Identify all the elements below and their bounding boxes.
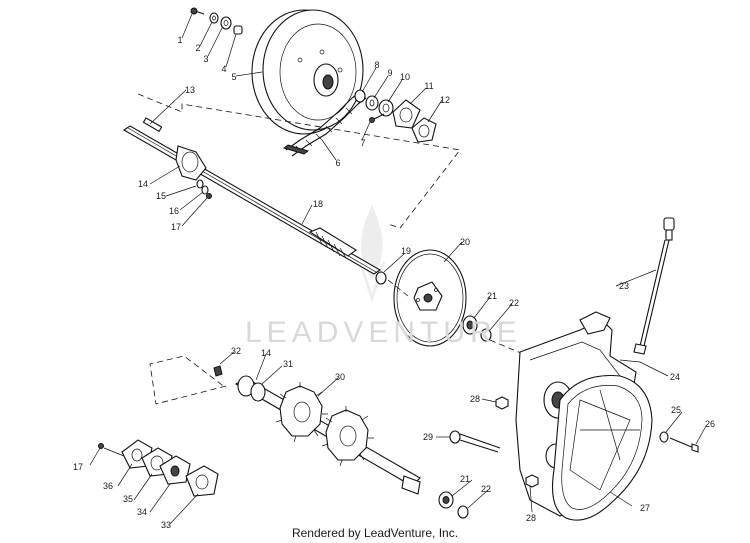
assembly-line-pulley [387, 279, 409, 297]
pulley-disc-20 [393, 249, 467, 347]
callout-35: 35 [122, 494, 134, 504]
flange-11 [392, 99, 421, 129]
bolt-28a [495, 396, 509, 410]
callout-24: 24 [669, 372, 681, 382]
callout-28-lower: 28 [525, 513, 537, 523]
assembly-bracket-lower [149, 355, 227, 405]
splined-shaft-18 [308, 227, 357, 259]
drive-sprocket-30a [275, 382, 328, 443]
watermark-text: LEADVENTURE [245, 316, 522, 349]
bearing-cap-12 [411, 117, 437, 143]
callout-21-upper: 21 [486, 291, 498, 301]
callout-17-lower: 17 [72, 462, 84, 472]
callout-21-lower: 21 [459, 474, 471, 484]
callout-10: 10 [399, 72, 411, 82]
washer-2 [209, 12, 219, 24]
bearing-14b [250, 382, 266, 402]
seal-22b [457, 505, 469, 519]
callout-11: 11 [424, 81, 434, 91]
callout-31: 31 [282, 359, 294, 369]
footer-credit: Rendered by LeadVenture, Inc. [291, 526, 459, 540]
bearing-14 [175, 145, 207, 181]
callout-34: 34 [136, 507, 148, 517]
callout-32: 32 [230, 346, 242, 356]
callout-17-upper: 17 [170, 222, 182, 232]
dipstick-23 [633, 217, 675, 355]
callout-25: 25 [670, 405, 682, 415]
leader-lines [89, 13, 707, 525]
nut-17b [98, 443, 104, 449]
callout-28-upper: 28 [469, 394, 481, 404]
callout-36: 36 [102, 481, 114, 491]
callout-3: 3 [203, 54, 209, 64]
washer-9 [365, 95, 379, 111]
callout-30: 30 [334, 372, 346, 382]
bolt-28b [525, 474, 539, 488]
callout-7: 7 [360, 138, 366, 148]
bearing-34 [159, 455, 191, 485]
callout-29: 29 [422, 432, 434, 442]
bearing-10 [378, 99, 394, 117]
bolt-29 [449, 430, 501, 453]
grease-fitting-32 [213, 365, 223, 377]
callout-4: 4 [221, 64, 227, 74]
washer-16 [201, 185, 209, 195]
callout-22-upper: 22 [508, 298, 520, 308]
callout-13: 13 [184, 85, 196, 95]
washer-8 [354, 89, 366, 103]
watermark-logo [358, 205, 386, 303]
callout-27: 27 [639, 503, 651, 513]
callout-16: 16 [168, 206, 180, 216]
spacer-4 [233, 25, 243, 35]
callout-20: 20 [459, 237, 471, 247]
nut-17a [206, 193, 212, 199]
circlip-19 [375, 271, 387, 285]
callout-5: 5 [231, 72, 237, 82]
bearing-21b [438, 491, 454, 509]
drive-chain-6 [282, 91, 367, 157]
assembly-line-flanges [103, 447, 125, 457]
chaincase-cover-27 [551, 374, 653, 521]
callout-23: 23 [618, 281, 630, 291]
driven-sprocket-5 [251, 9, 364, 135]
callout-6: 6 [335, 158, 341, 168]
drive-sprocket-30b [321, 406, 374, 467]
bolt-7 [369, 113, 385, 123]
flange-33 [185, 465, 219, 497]
callout-14-track: 14 [260, 348, 272, 358]
callout-19: 19 [400, 246, 412, 256]
callout-22-lower: 22 [480, 484, 492, 494]
callout-12: 12 [439, 95, 451, 105]
callout-26: 26 [704, 419, 716, 429]
callout-18: 18 [312, 199, 324, 209]
callout-15: 15 [155, 191, 167, 201]
callout-33: 33 [160, 520, 172, 530]
bearing-21a [462, 315, 478, 335]
callout-2: 2 [195, 43, 201, 53]
bolt-1 [190, 7, 205, 15]
callout-14-shaft: 14 [137, 179, 149, 189]
washer-25 [659, 431, 669, 443]
washer-15 [196, 179, 204, 189]
washer-3 [220, 16, 232, 30]
callout-9: 9 [387, 68, 393, 78]
seal-22a [480, 328, 492, 342]
callout-1: 1 [177, 35, 183, 45]
callout-8: 8 [374, 60, 380, 70]
bolt-26 [669, 437, 699, 453]
